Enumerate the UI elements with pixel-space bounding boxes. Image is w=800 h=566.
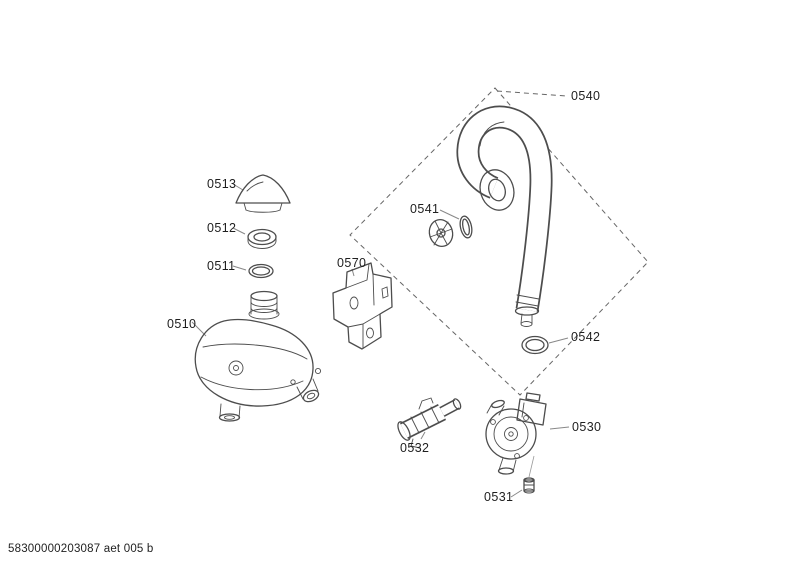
- part-0510-sump-assembly: [194, 290, 322, 422]
- detail-region-outline: [349, 87, 649, 396]
- part-0513-cone-cap: [235, 174, 291, 213]
- part-0530-pump: [485, 392, 547, 475]
- label-0512: 0512: [207, 221, 236, 235]
- part-0512-seal-ring: [247, 228, 277, 249]
- part-0570-bracket: [332, 262, 393, 350]
- part-0532-valve-housing: [397, 397, 462, 449]
- label-0510: 0510: [167, 317, 196, 331]
- label-0540: 0540: [571, 89, 600, 103]
- part-0542-ring-seal: [521, 335, 549, 355]
- label-0530: 0530: [572, 420, 601, 434]
- part-0541-impeller-seal: [428, 215, 473, 248]
- label-0532: 0532: [400, 441, 429, 455]
- document-number: 58300000203087 aet 005 b: [8, 543, 154, 555]
- label-0541: 0541: [410, 202, 439, 216]
- label-0570: 0570: [337, 256, 366, 270]
- leader-lines: [191, 183, 570, 498]
- dashed-leader-0540: [496, 90, 567, 97]
- label-0542: 0542: [571, 330, 600, 344]
- label-0511: 0511: [207, 259, 235, 273]
- part-0540-curved-hose: [456, 105, 553, 327]
- label-0531: 0531: [484, 490, 513, 504]
- label-0513: 0513: [207, 177, 236, 191]
- part-0531-plug: [523, 477, 535, 494]
- part-0511-o-ring: [248, 263, 274, 279]
